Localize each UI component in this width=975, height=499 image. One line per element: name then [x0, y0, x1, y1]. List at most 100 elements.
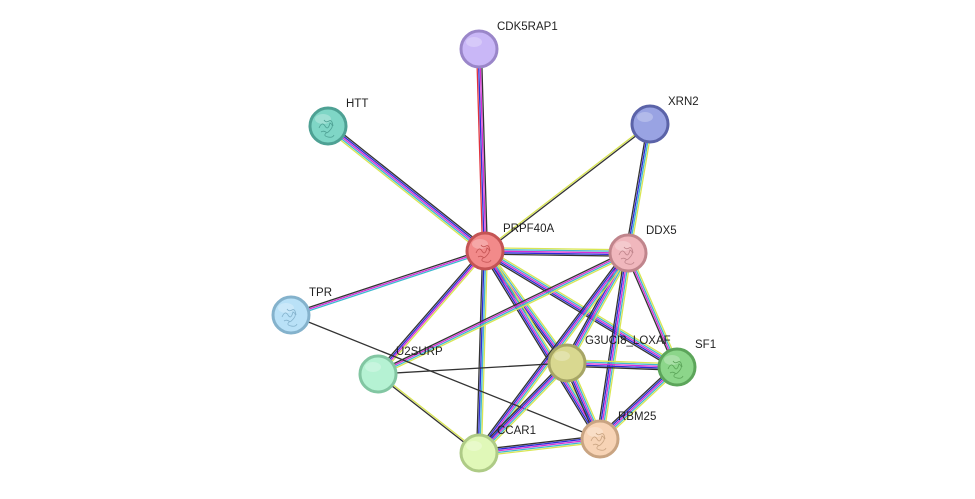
edge-evidence-line	[375, 248, 484, 374]
edge-evidence-line	[377, 251, 629, 374]
edge-evidence-line	[477, 48, 485, 252]
node-label: RBM25	[618, 411, 656, 423]
edge-evidence-line	[484, 123, 652, 253]
edge-u2surp-ccar1[interactable]	[376, 372, 481, 455]
edge-evidence-line	[625, 253, 676, 369]
edge-evidence-line	[479, 363, 569, 455]
node-circle[interactable]	[358, 354, 398, 394]
node-g3uci8_loxaf[interactable]: G3UCI8_LOXAF	[547, 335, 671, 383]
node-highlight	[615, 241, 631, 251]
edge-evidence-line	[480, 250, 489, 454]
edge-evidence-line	[624, 122, 649, 254]
edge-evidence-line	[290, 251, 487, 318]
edge-evidence-line	[326, 126, 485, 253]
edge-evidence-line	[482, 253, 676, 371]
node-circle[interactable]	[580, 419, 620, 459]
node-u2surp[interactable]: U2SURP	[358, 346, 443, 394]
edge-prpf40a-tpr[interactable]	[289, 248, 487, 318]
edge-evidence-line	[475, 250, 484, 454]
edge-evidence-line	[628, 252, 679, 368]
node-label: U2SURP	[396, 346, 443, 358]
edge-evidence-line	[484, 251, 629, 256]
edge-evidence-line	[477, 435, 601, 451]
edge-prpf40a-cdk5rap1[interactable]	[475, 48, 489, 252]
node-label: G3UCI8_LOXAF	[585, 335, 671, 347]
edge-evidence-line	[484, 247, 629, 251]
edge-evidence-line	[325, 127, 484, 255]
node-highlight	[365, 362, 381, 372]
node-label: HTT	[346, 98, 368, 110]
edge-evidence-line	[569, 253, 632, 366]
node-tpr[interactable]: TPR	[271, 287, 332, 335]
edge-evidence-line	[629, 251, 680, 367]
node-circle[interactable]	[547, 343, 587, 383]
edge-g3uci8_loxaf-ccar1[interactable]	[476, 360, 570, 456]
edge-evidence-line	[483, 122, 651, 252]
protein-structure-icon	[667, 360, 684, 379]
node-rbm25[interactable]: RBM25	[580, 411, 656, 459]
edge-evidence-line	[379, 251, 488, 377]
edge-evidence-line	[626, 123, 650, 254]
node-ddx5[interactable]: DDX5	[608, 225, 677, 273]
node-circle[interactable]	[271, 295, 311, 335]
node-circle[interactable]	[459, 29, 499, 69]
edge-tpr-rbm25[interactable]	[290, 314, 601, 440]
edge-evidence-line	[485, 248, 679, 367]
edge-evidence-line	[479, 250, 487, 454]
node-sf1[interactable]: SF1	[657, 339, 716, 387]
edge-prpf40a-ddx5[interactable]	[484, 247, 629, 257]
node-circle[interactable]	[608, 233, 648, 273]
node-circle[interactable]	[657, 347, 697, 387]
edge-evidence-line	[481, 252, 598, 442]
edge-evidence-line	[475, 48, 484, 252]
edge-evidence-line	[290, 250, 486, 316]
edge-prpf40a-ccar1[interactable]	[475, 250, 489, 454]
edge-evidence-line	[484, 253, 629, 257]
node-circle[interactable]	[465, 231, 505, 271]
edge-evidence-line	[377, 362, 568, 375]
node-circle[interactable]	[630, 104, 670, 144]
node-label: DDX5	[646, 225, 677, 237]
edge-evidence-line	[478, 438, 601, 454]
edge-evidence-line	[597, 252, 628, 440]
node-prpf40a[interactable]: PRPF40A	[465, 223, 554, 271]
edge-evidence-line	[377, 372, 481, 454]
edge-rbm25-ccar1[interactable]	[477, 435, 602, 457]
node-label: XRN2	[668, 96, 699, 108]
edge-ddx5-u2surp[interactable]	[376, 250, 630, 377]
node-highlight	[637, 112, 653, 122]
edge-u2surp-g3uci8_loxaf[interactable]	[377, 362, 568, 375]
edge-evidence-line	[378, 254, 630, 377]
edge-evidence-line	[376, 249, 486, 375]
edge-prpf40a-sf1[interactable]	[482, 247, 680, 371]
node-highlight	[278, 303, 294, 313]
edge-evidence-line	[478, 439, 601, 456]
edge-prpf40a-htt[interactable]	[325, 122, 488, 255]
edge-evidence-line	[486, 247, 680, 365]
edge-prpf40a-u2surp[interactable]	[375, 248, 488, 377]
edge-evidence-line	[377, 253, 629, 376]
node-htt[interactable]: HTT	[308, 98, 368, 146]
edge-prpf40a-xrn2[interactable]	[483, 122, 652, 253]
edge-evidence-line	[377, 250, 487, 376]
edge-evidence-line	[484, 250, 678, 368]
edge-evidence-line	[483, 251, 677, 370]
edge-evidence-line	[478, 362, 568, 454]
edge-evidence-line	[477, 361, 567, 453]
edge-ddx5-rbm25[interactable]	[596, 251, 632, 441]
node-cdk5rap1[interactable]: CDK5RAP1	[459, 21, 558, 69]
node-circle[interactable]	[308, 106, 348, 146]
edge-ddx5-sf1[interactable]	[625, 251, 680, 369]
edge-evidence-line	[290, 314, 601, 440]
edge-evidence-line	[484, 248, 629, 253]
node-circle[interactable]	[459, 433, 499, 473]
edge-evidence-line	[482, 251, 600, 441]
node-label: TPR	[309, 287, 332, 299]
edge-evidence-line	[626, 252, 677, 368]
node-xrn2[interactable]: XRN2	[630, 96, 699, 144]
edge-evidence-line	[600, 252, 631, 440]
edge-xrn2-ddx5[interactable]	[624, 122, 654, 255]
node-ccar1[interactable]: CCAR1	[459, 425, 536, 473]
